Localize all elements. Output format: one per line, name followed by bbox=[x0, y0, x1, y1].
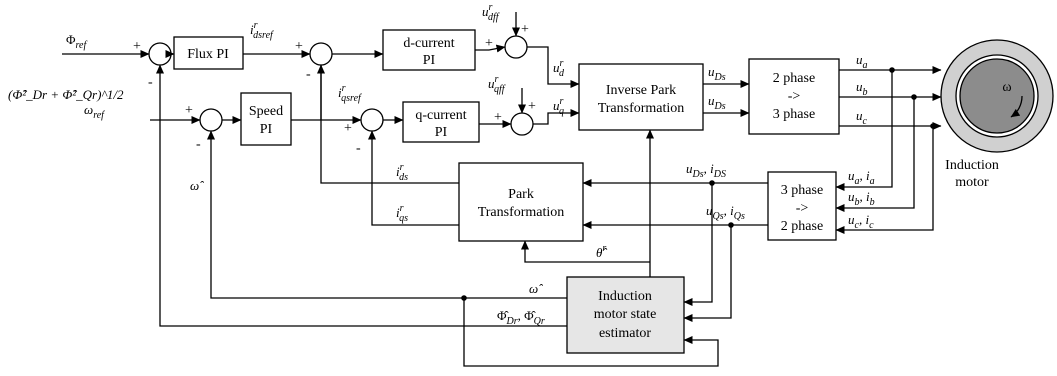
sum-junction-d-current bbox=[309, 42, 333, 66]
theta-hat-label: θ̂r bbox=[596, 243, 607, 260]
sign-speed-minus: - bbox=[196, 137, 201, 152]
sum-junction-q-current bbox=[360, 108, 384, 132]
q-current-pi-label-1: q-current bbox=[415, 108, 466, 123]
ua-ia-label: ua, ia bbox=[848, 168, 875, 187]
sign-q-plus: + bbox=[344, 121, 352, 136]
speed-pi-block bbox=[240, 92, 292, 146]
omega-ref-label: ωref bbox=[84, 102, 105, 121]
sign-dff-plus-top: + bbox=[521, 22, 529, 37]
phi-hat-estimator-label: Φ̂Dr, Φ̂Qr bbox=[497, 308, 545, 327]
three-to-two-phase-block bbox=[767, 171, 837, 241]
d-current-pi-label-1: d-current bbox=[403, 36, 454, 51]
estimator-label-3: estimator bbox=[599, 326, 651, 341]
rotation-arrow-icon bbox=[1010, 95, 1023, 118]
phi-ref-label: Φref bbox=[66, 32, 87, 51]
sign-speed-plus: + bbox=[185, 103, 193, 118]
u-ds-top-label: uDs bbox=[708, 64, 726, 83]
uqs-iqs-label: uQs, iQs bbox=[706, 203, 745, 222]
u-ds-bottom-label: uDs bbox=[708, 93, 726, 112]
two-to-three-label-1: 2 phase bbox=[773, 71, 815, 86]
q-current-pi-block bbox=[402, 101, 480, 143]
flux-magnitude-expression: (Φ̂²_Dr + Φ̂²_Qr)^1/2 bbox=[8, 87, 124, 102]
three-to-two-label-3: 2 phase bbox=[781, 219, 823, 234]
sign-dff-plus-left: + bbox=[485, 36, 493, 51]
inverse-park-label-2: Transformation bbox=[598, 101, 685, 116]
two-to-three-phase-block bbox=[748, 58, 840, 135]
motor-label-2: motor bbox=[955, 175, 989, 190]
park-transformation-block bbox=[458, 162, 584, 242]
omega-hat-feedback-label: ω̂ bbox=[190, 178, 204, 193]
sign-qff-plus-top: + bbox=[528, 99, 536, 114]
sum-junction-q-feedforward bbox=[510, 112, 534, 136]
sum-junction-flux bbox=[148, 42, 172, 66]
inverse-park-block bbox=[578, 63, 704, 131]
motor-omega-label: ω bbox=[1002, 80, 1011, 95]
two-to-three-label-3: 3 phase bbox=[773, 107, 815, 122]
two-to-three-label-2: -> bbox=[788, 89, 801, 104]
estimator-label-2: motor state bbox=[594, 307, 657, 322]
sign-q-minus: - bbox=[356, 141, 361, 156]
d-current-pi-label-2: PI bbox=[423, 53, 436, 68]
sign-d-plus: + bbox=[295, 39, 303, 54]
sum-junction-d-feedforward bbox=[504, 35, 528, 59]
uc-ic-label: uc, ic bbox=[848, 212, 874, 231]
sign-flux-plus: + bbox=[133, 39, 141, 54]
q-current-pi-label-2: PI bbox=[435, 125, 448, 140]
motor-rotor bbox=[959, 58, 1035, 134]
three-to-two-label-1: 3 phase bbox=[781, 183, 823, 198]
park-label-2: Transformation bbox=[478, 205, 565, 220]
u-a-label: ua bbox=[856, 52, 868, 71]
sum-junction-speed bbox=[199, 108, 223, 132]
inverse-park-label-1: Inverse Park bbox=[606, 83, 676, 98]
sign-d-minus: - bbox=[306, 67, 311, 82]
park-label-1: Park bbox=[508, 187, 534, 202]
u-b-label: ub bbox=[856, 79, 868, 98]
motor-state-estimator-block bbox=[566, 276, 685, 354]
speed-pi-label-1: Speed bbox=[249, 104, 283, 119]
motor-label-1: Induction bbox=[945, 158, 999, 173]
uds-ids-label: uDs, iDS bbox=[686, 161, 726, 180]
sign-flux-minus: - bbox=[148, 75, 153, 90]
speed-pi-label-2: PI bbox=[260, 122, 273, 137]
omega-hat-estimator-label: ω̂ bbox=[529, 281, 543, 296]
three-to-two-label-2: -> bbox=[796, 201, 809, 216]
flux-pi-label: Flux PI bbox=[187, 47, 229, 62]
estimator-label-1: Induction bbox=[598, 289, 652, 304]
u-c-label: uc bbox=[856, 108, 868, 127]
ub-ib-label: ub, ib bbox=[848, 189, 875, 208]
d-current-pi-block bbox=[382, 29, 476, 71]
sign-qff-plus-left: + bbox=[494, 110, 502, 125]
